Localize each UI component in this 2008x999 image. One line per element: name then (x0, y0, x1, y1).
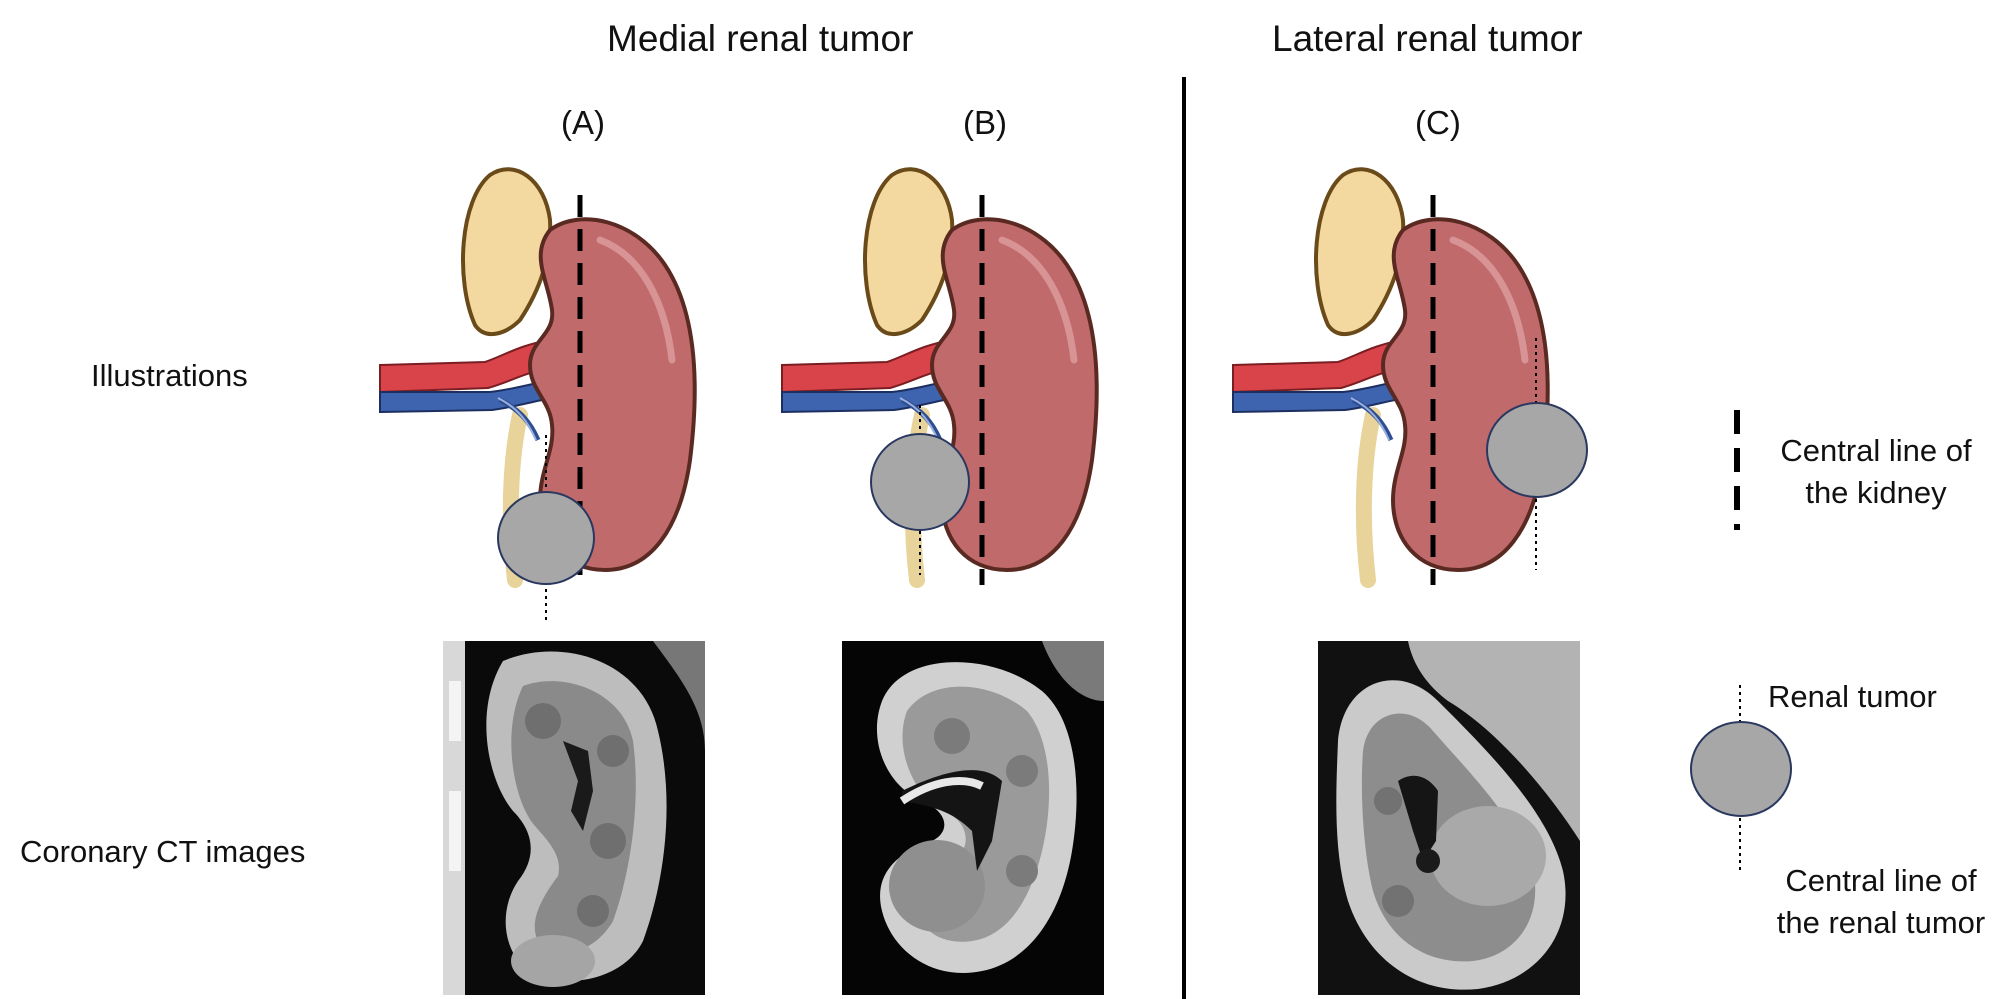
kidney-illustration-a (379, 167, 697, 620)
adrenal-gland (863, 167, 955, 336)
heading-medial-renal-tumor: Medial renal tumor (607, 18, 914, 59)
adrenal-gland (461, 167, 553, 336)
renal-tumor (870, 433, 970, 531)
legend-central-line-kidney-line2: the kidney (1805, 474, 1947, 510)
renal-vessels (379, 338, 554, 442)
panel-label-c: (C) (1415, 104, 1461, 141)
row-label-ct: Coronary CT images (20, 834, 306, 869)
renal-vessels (781, 338, 956, 442)
legend-central-line-tumor-line1: Central line of (1785, 863, 1977, 898)
legend-renal-tumor: Renal tumor (1768, 679, 1937, 714)
legend-central-line-tumor: Central line of the renal tumor (1761, 860, 2001, 944)
kidney-illustration-c (1232, 167, 1588, 588)
legend-central-line-kidney-line1: Central line of (1780, 433, 1972, 468)
panel-label-b: (B) (963, 104, 1007, 141)
renal-tumor (497, 491, 595, 585)
adrenal-gland (1314, 167, 1406, 336)
renal-vessels (1232, 338, 1407, 442)
legend-central-line-kidney: Central line of the kidney (1771, 430, 1981, 514)
section-divider (1182, 77, 1186, 999)
kidney-illustration-b (781, 167, 1099, 588)
legend-kidney-central-line-icon (1734, 410, 1740, 530)
row-label-illustrations: Illustrations (91, 358, 248, 393)
heading-lateral-renal-tumor: Lateral renal tumor (1272, 18, 1583, 59)
panel-label-a: (A) (561, 104, 605, 141)
renal-tumor (1486, 402, 1588, 498)
ct-image-b (842, 641, 1104, 995)
legend-renal-tumor-icon (1690, 685, 1792, 871)
kidney (1380, 217, 1550, 573)
ct-image-c (1318, 641, 1580, 995)
ureter (1355, 407, 1381, 588)
legend-central-line-tumor-line2: the renal tumor (1776, 904, 1986, 940)
ct-image-a (443, 641, 705, 995)
kidney (929, 217, 1099, 573)
